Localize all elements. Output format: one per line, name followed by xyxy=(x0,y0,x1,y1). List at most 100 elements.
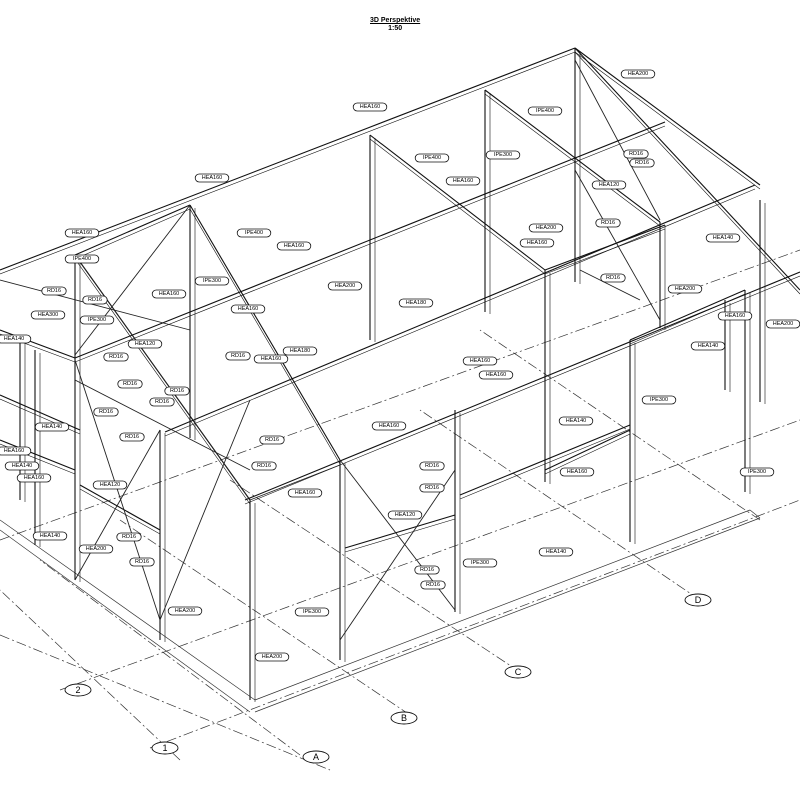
member-tag-label: RD16 xyxy=(99,409,113,415)
member-tag: RD16 xyxy=(623,149,649,159)
member-tag: HEA160 xyxy=(151,289,187,299)
tag-outline xyxy=(167,606,203,616)
member-tag-label: IPE300 xyxy=(203,278,221,284)
bracing-rod xyxy=(339,469,456,641)
member-tag: HEA160 xyxy=(559,467,595,477)
member-tag-label: RD16 xyxy=(135,559,149,565)
tag-outline xyxy=(528,223,564,233)
member-tag: HEA160 xyxy=(478,370,514,380)
grid-axis-label: C xyxy=(515,667,522,677)
tag-outline xyxy=(117,379,143,389)
member-tag: HEA160 xyxy=(64,228,100,238)
member-tag: HEA160 xyxy=(462,356,498,366)
view-scale: 1:50 xyxy=(388,25,403,32)
tag-outline xyxy=(129,557,155,567)
member-tag-label: RD16 xyxy=(601,220,615,226)
member-tag: RD16 xyxy=(225,351,251,361)
steel-beam xyxy=(544,224,666,271)
grid-axis-bubble: 1 xyxy=(151,741,179,755)
member-tag: IPE400 xyxy=(527,106,563,116)
tag-outline xyxy=(591,180,627,190)
member-tag: RD16 xyxy=(149,397,175,407)
member-tag: IPE400 xyxy=(414,153,450,163)
member-tag: HEA180 xyxy=(398,298,434,308)
member-tag-label: HEA160 xyxy=(238,306,259,312)
member-tag: IPE300 xyxy=(462,558,498,568)
member-tag: HEA160 xyxy=(276,241,312,251)
bracing-rod xyxy=(0,279,191,331)
tag-outline xyxy=(0,446,32,456)
member-tag-label: RD16 xyxy=(425,485,439,491)
steel-beam-flange xyxy=(164,188,756,437)
member-tag-label: HEA160 xyxy=(4,448,25,454)
steel-beam-flange xyxy=(574,51,761,190)
member-tag: HEA200 xyxy=(78,544,114,554)
member-tag: RD16 xyxy=(600,273,626,283)
member-tag: IPE300 xyxy=(739,467,775,477)
tag-outline xyxy=(558,416,594,426)
member-tag-label: HEA140 xyxy=(4,336,25,342)
member-tag: HEA160 xyxy=(287,488,323,498)
member-tag-label: IPE400 xyxy=(536,108,554,114)
grid-line xyxy=(0,249,800,541)
grid-line xyxy=(39,559,301,756)
tag-outline xyxy=(527,106,563,116)
member-tag-label: HEA120 xyxy=(100,482,121,488)
member-tag: RD16 xyxy=(116,532,142,542)
steel-beam-flange xyxy=(544,228,666,275)
member-tag-label: HEA200 xyxy=(175,608,196,614)
member-tag: HEA200 xyxy=(528,223,564,233)
grid-axis-label: D xyxy=(695,595,702,605)
view-name: 3D Perspektive xyxy=(370,17,421,24)
steel-beam xyxy=(369,134,546,271)
tag-outline xyxy=(559,467,595,477)
steel-beam-flange xyxy=(344,518,456,553)
member-tag: HEA160 xyxy=(194,173,230,183)
member-tag: HEA140 xyxy=(34,422,70,432)
tag-outline xyxy=(119,432,145,442)
tag-outline xyxy=(739,467,775,477)
member-tag-label: RD16 xyxy=(155,399,169,405)
member-tag-label: HEA120 xyxy=(135,341,156,347)
member-tag-label: HEA140 xyxy=(42,424,63,430)
member-tag-label: IPE400 xyxy=(73,256,91,262)
tag-outline xyxy=(667,284,703,294)
member-tag: HEA120 xyxy=(92,480,128,490)
member-tag: HEA160 xyxy=(519,238,555,248)
member-tag: HEA160 xyxy=(371,421,407,431)
member-tag-label: HEA160 xyxy=(453,178,474,184)
member-tag: HEA140 xyxy=(32,531,68,541)
member-tag-label: RD16 xyxy=(122,534,136,540)
grid-line xyxy=(59,419,800,691)
tag-outline xyxy=(414,153,450,163)
member-tag-label: RD16 xyxy=(257,463,271,469)
tag-outline xyxy=(690,341,726,351)
member-tag-label: RD16 xyxy=(635,160,649,166)
member-tag-label: HEA180 xyxy=(290,348,311,354)
steel-beam xyxy=(574,47,800,291)
bracing-rod xyxy=(574,59,661,221)
member-tag: IPE300 xyxy=(294,607,330,617)
steel-beam-flange xyxy=(574,51,800,295)
member-tag: HEA160 xyxy=(352,102,388,112)
tag-outline xyxy=(595,218,621,228)
tag-outline xyxy=(420,580,446,590)
member-tag-label: RD16 xyxy=(426,582,440,588)
member-tag: IPE300 xyxy=(485,150,521,160)
member-tag: RD16 xyxy=(117,379,143,389)
grid-axis-bubble: B xyxy=(390,711,418,725)
member-tag-label: IPE300 xyxy=(494,152,512,158)
member-tag-label: HEA160 xyxy=(486,372,507,378)
member-tag: RD16 xyxy=(93,407,119,417)
member-tag-label: HEA160 xyxy=(24,475,45,481)
member-tag-label: HEA160 xyxy=(159,291,180,297)
member-tag-label: HEA300 xyxy=(38,312,59,318)
tag-outline xyxy=(0,334,32,344)
grid-axis-bubble: A xyxy=(302,750,330,764)
tag-outline xyxy=(82,295,108,305)
bubble-outline xyxy=(504,665,532,679)
tag-outline xyxy=(352,102,388,112)
member-tag: RD16 xyxy=(420,580,446,590)
member-tag: HEA140 xyxy=(538,547,574,557)
member-tag: HEA300 xyxy=(30,310,66,320)
